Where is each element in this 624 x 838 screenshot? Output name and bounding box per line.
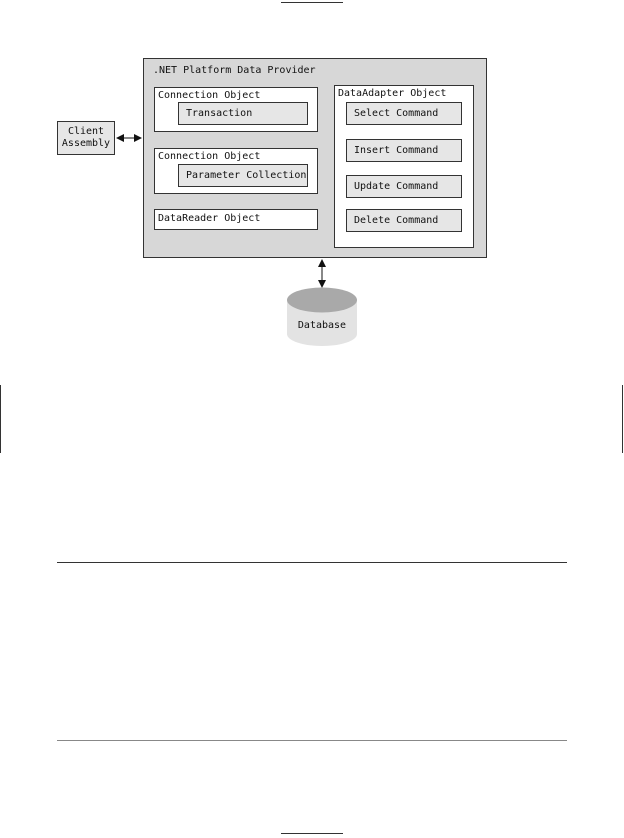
client-assembly-line1: Client xyxy=(67,126,105,137)
client-assembly-box: Client Assembly xyxy=(57,121,115,155)
transaction-box: Transaction xyxy=(178,102,308,125)
data-provider-title: .NET Platform Data Provider xyxy=(153,65,316,76)
section-divider-bottom xyxy=(57,740,567,741)
connection-object-1-title: Connection Object xyxy=(158,90,261,101)
dataadapter-object-title: DataAdapter Object xyxy=(338,88,447,99)
update-command-label: Update Command xyxy=(354,181,439,192)
right-margin-mark xyxy=(622,385,623,453)
insert-command-label: Insert Command xyxy=(354,145,439,156)
datareader-object: DataReader Object xyxy=(154,209,318,230)
update-command-box: Update Command xyxy=(346,175,462,198)
database-label-wrap: Database xyxy=(286,318,358,334)
left-margin-mark xyxy=(0,385,1,453)
transaction-label: Transaction xyxy=(186,108,253,119)
datareader-object-title: DataReader Object xyxy=(158,213,261,224)
client-assembly-line2: Assembly xyxy=(61,138,111,149)
delete-command-box: Delete Command xyxy=(346,209,462,232)
connection-object-2-title: Connection Object xyxy=(158,151,261,162)
select-command-box: Select Command xyxy=(346,102,462,125)
delete-command-label: Delete Command xyxy=(354,215,439,226)
section-divider-top xyxy=(57,562,567,563)
insert-command-box: Insert Command xyxy=(346,139,462,162)
parameter-collection-label: Parameter Collection xyxy=(186,170,307,181)
parameter-collection-box: Parameter Collection xyxy=(178,164,308,187)
top-rule xyxy=(281,2,343,3)
database-label: Database xyxy=(297,320,347,331)
database-icon xyxy=(287,287,357,346)
bottom-rule xyxy=(281,833,343,834)
select-command-label: Select Command xyxy=(354,108,439,119)
